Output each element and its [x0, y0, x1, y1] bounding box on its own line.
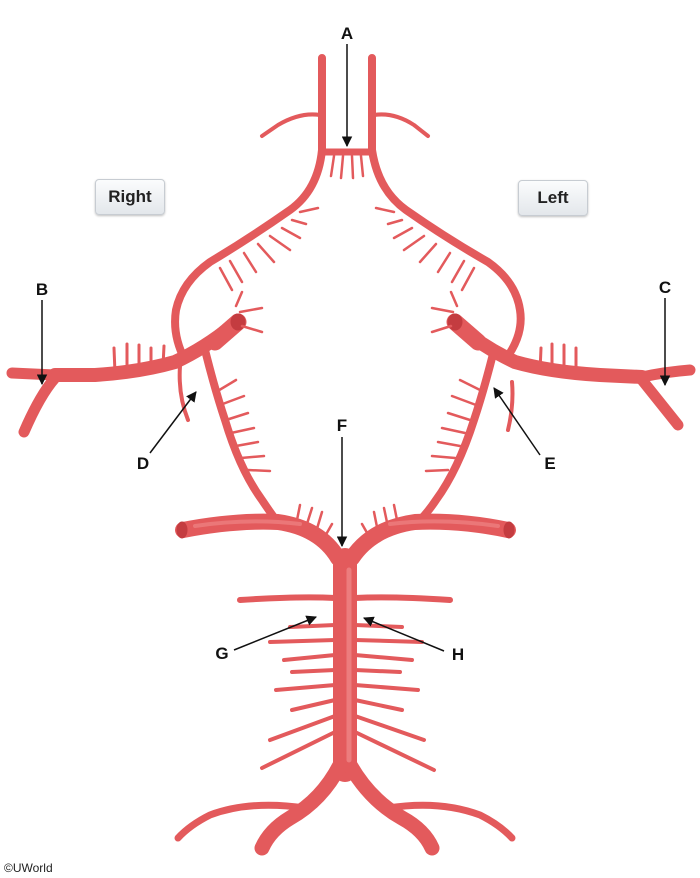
right-pontine-branches [260, 623, 337, 770]
arrow-g [233, 615, 317, 651]
left-posterior-cerebral-artery [344, 513, 516, 566]
copyright-credit: ©UWorld [4, 861, 53, 875]
acom-perforators [329, 154, 365, 180]
right-ica-lumen [230, 313, 246, 331]
left-pica [384, 801, 516, 842]
label-a: A [341, 24, 353, 43]
ica-small-branches [234, 290, 459, 334]
letter-labels: A B C D E F G H [36, 24, 671, 664]
left-anterior-cerebral-artery [368, 54, 525, 364]
left-anterior-choroidal-artery [506, 380, 515, 432]
label-arrows [36, 44, 671, 652]
left-pca-highlight [388, 519, 500, 528]
left-side-label: Left [518, 180, 588, 216]
right-side-label: Right [95, 179, 165, 215]
right-posterior-communicating-artery [201, 346, 280, 524]
right-aca-branch [260, 112, 322, 138]
left-mca-lenticulostriate-branches [538, 342, 578, 377]
label-e: E [544, 454, 555, 473]
left-pcom-perforators [424, 378, 482, 473]
left-vertebral-artery [342, 757, 440, 856]
arrow-e [493, 387, 541, 456]
right-pcom-perforators [214, 378, 272, 473]
label-c: C [659, 278, 671, 297]
right-mca-lower-branch [18, 372, 61, 438]
right-anterior-cerebral-artery [171, 54, 326, 364]
right-pca-highlight [193, 519, 302, 528]
left-aca-branch [372, 112, 430, 138]
label-d: D [137, 454, 149, 473]
label-b: B [36, 280, 48, 299]
right-pica [174, 801, 309, 842]
label-g: G [215, 644, 228, 663]
right-vertebral-artery [254, 757, 348, 856]
left-pca-lumen [503, 521, 515, 539]
left-mca-lower-branch [636, 374, 684, 431]
label-h: H [452, 645, 464, 664]
arrow-h [363, 616, 445, 652]
left-aca-perforators [374, 206, 476, 292]
right-pca-lumen [176, 521, 188, 539]
right-mca-upper-branch [6, 367, 61, 381]
left-pontine-branches [353, 623, 436, 772]
right-mca-lenticulostriate-branches [112, 342, 166, 375]
label-f: F [337, 416, 347, 435]
artery-network [6, 54, 696, 856]
left-posterior-communicating-artery [416, 346, 498, 524]
arrow-d [149, 391, 197, 454]
right-posterior-cerebral-artery [175, 513, 346, 566]
left-superior-cerebellar-artery [352, 594, 453, 603]
right-superior-cerebellar-artery [237, 594, 338, 603]
right-anterior-choroidal-artery [177, 364, 190, 422]
left-ica-lumen [447, 313, 463, 331]
right-aca-perforators [218, 206, 320, 292]
left-mca-upper-branch [636, 364, 696, 383]
